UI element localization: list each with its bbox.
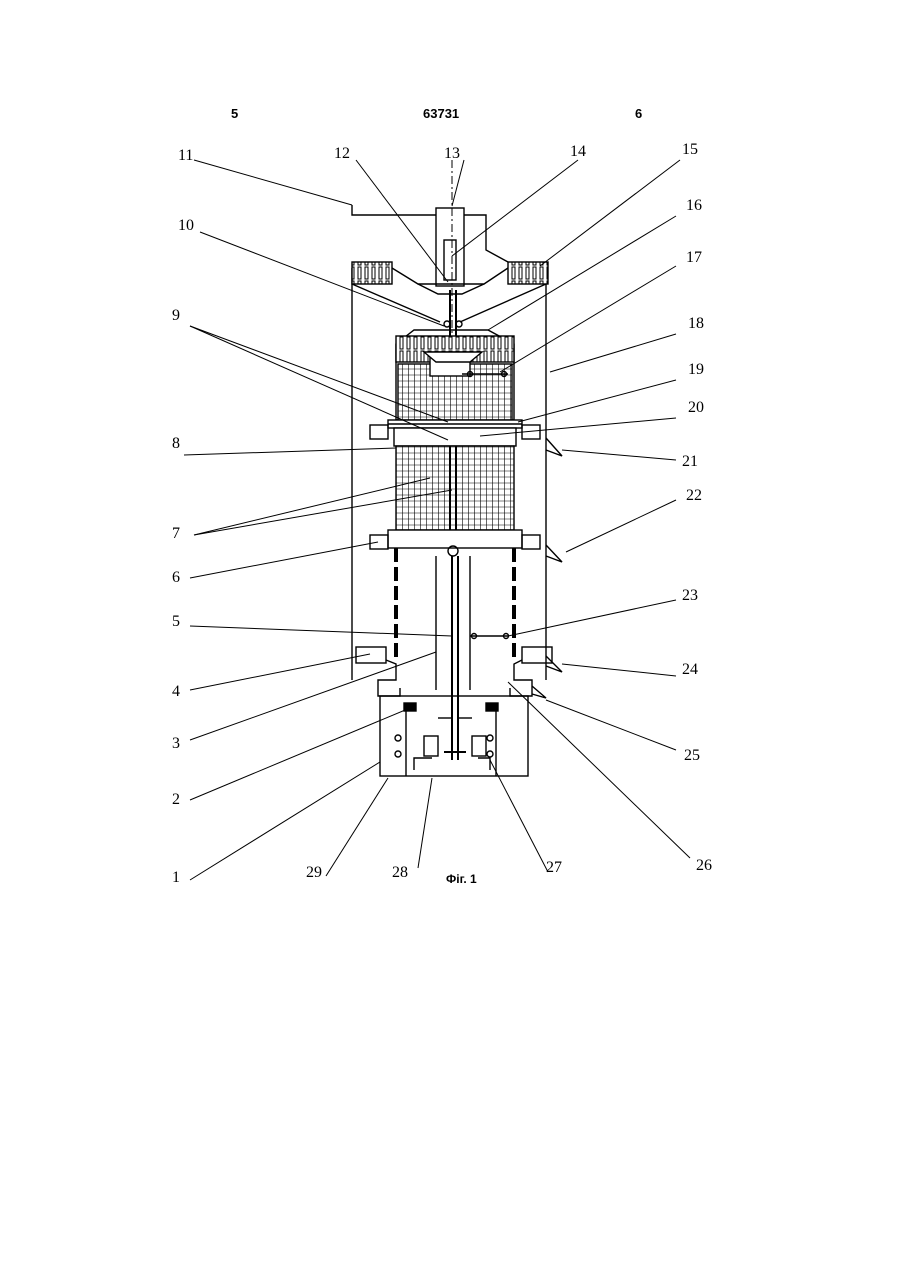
label-12: 12: [334, 145, 350, 162]
figure-caption: Фіг. 1: [446, 872, 477, 886]
label-6: 6: [172, 569, 180, 586]
label-7: 7: [172, 525, 180, 542]
label-3: 3: [172, 735, 180, 752]
label-27: 27: [546, 859, 562, 876]
label-20: 20: [688, 399, 704, 416]
label-15: 15: [682, 141, 698, 158]
label-13: 13: [444, 145, 460, 162]
label-1: 1: [172, 869, 180, 886]
label-24: 24: [682, 661, 698, 678]
label-11: 11: [178, 147, 193, 164]
label-22: 22: [686, 487, 702, 504]
label-4: 4: [172, 683, 180, 700]
label-25: 25: [684, 747, 700, 764]
label-9: 9: [172, 307, 180, 324]
label-21: 21: [682, 453, 698, 470]
label-18: 18: [688, 315, 704, 332]
label-23: 23: [682, 587, 698, 604]
label-16: 16: [686, 197, 702, 214]
label-8: 8: [172, 435, 180, 452]
label-28: 28: [392, 864, 408, 881]
label-2: 2: [172, 791, 180, 808]
label-14: 14: [570, 143, 586, 160]
label-19: 19: [688, 361, 704, 378]
label-29: 29: [306, 864, 322, 881]
label-10: 10: [178, 217, 194, 234]
label-5: 5: [172, 613, 180, 630]
label-17: 17: [686, 249, 702, 266]
label-26: 26: [696, 857, 712, 874]
